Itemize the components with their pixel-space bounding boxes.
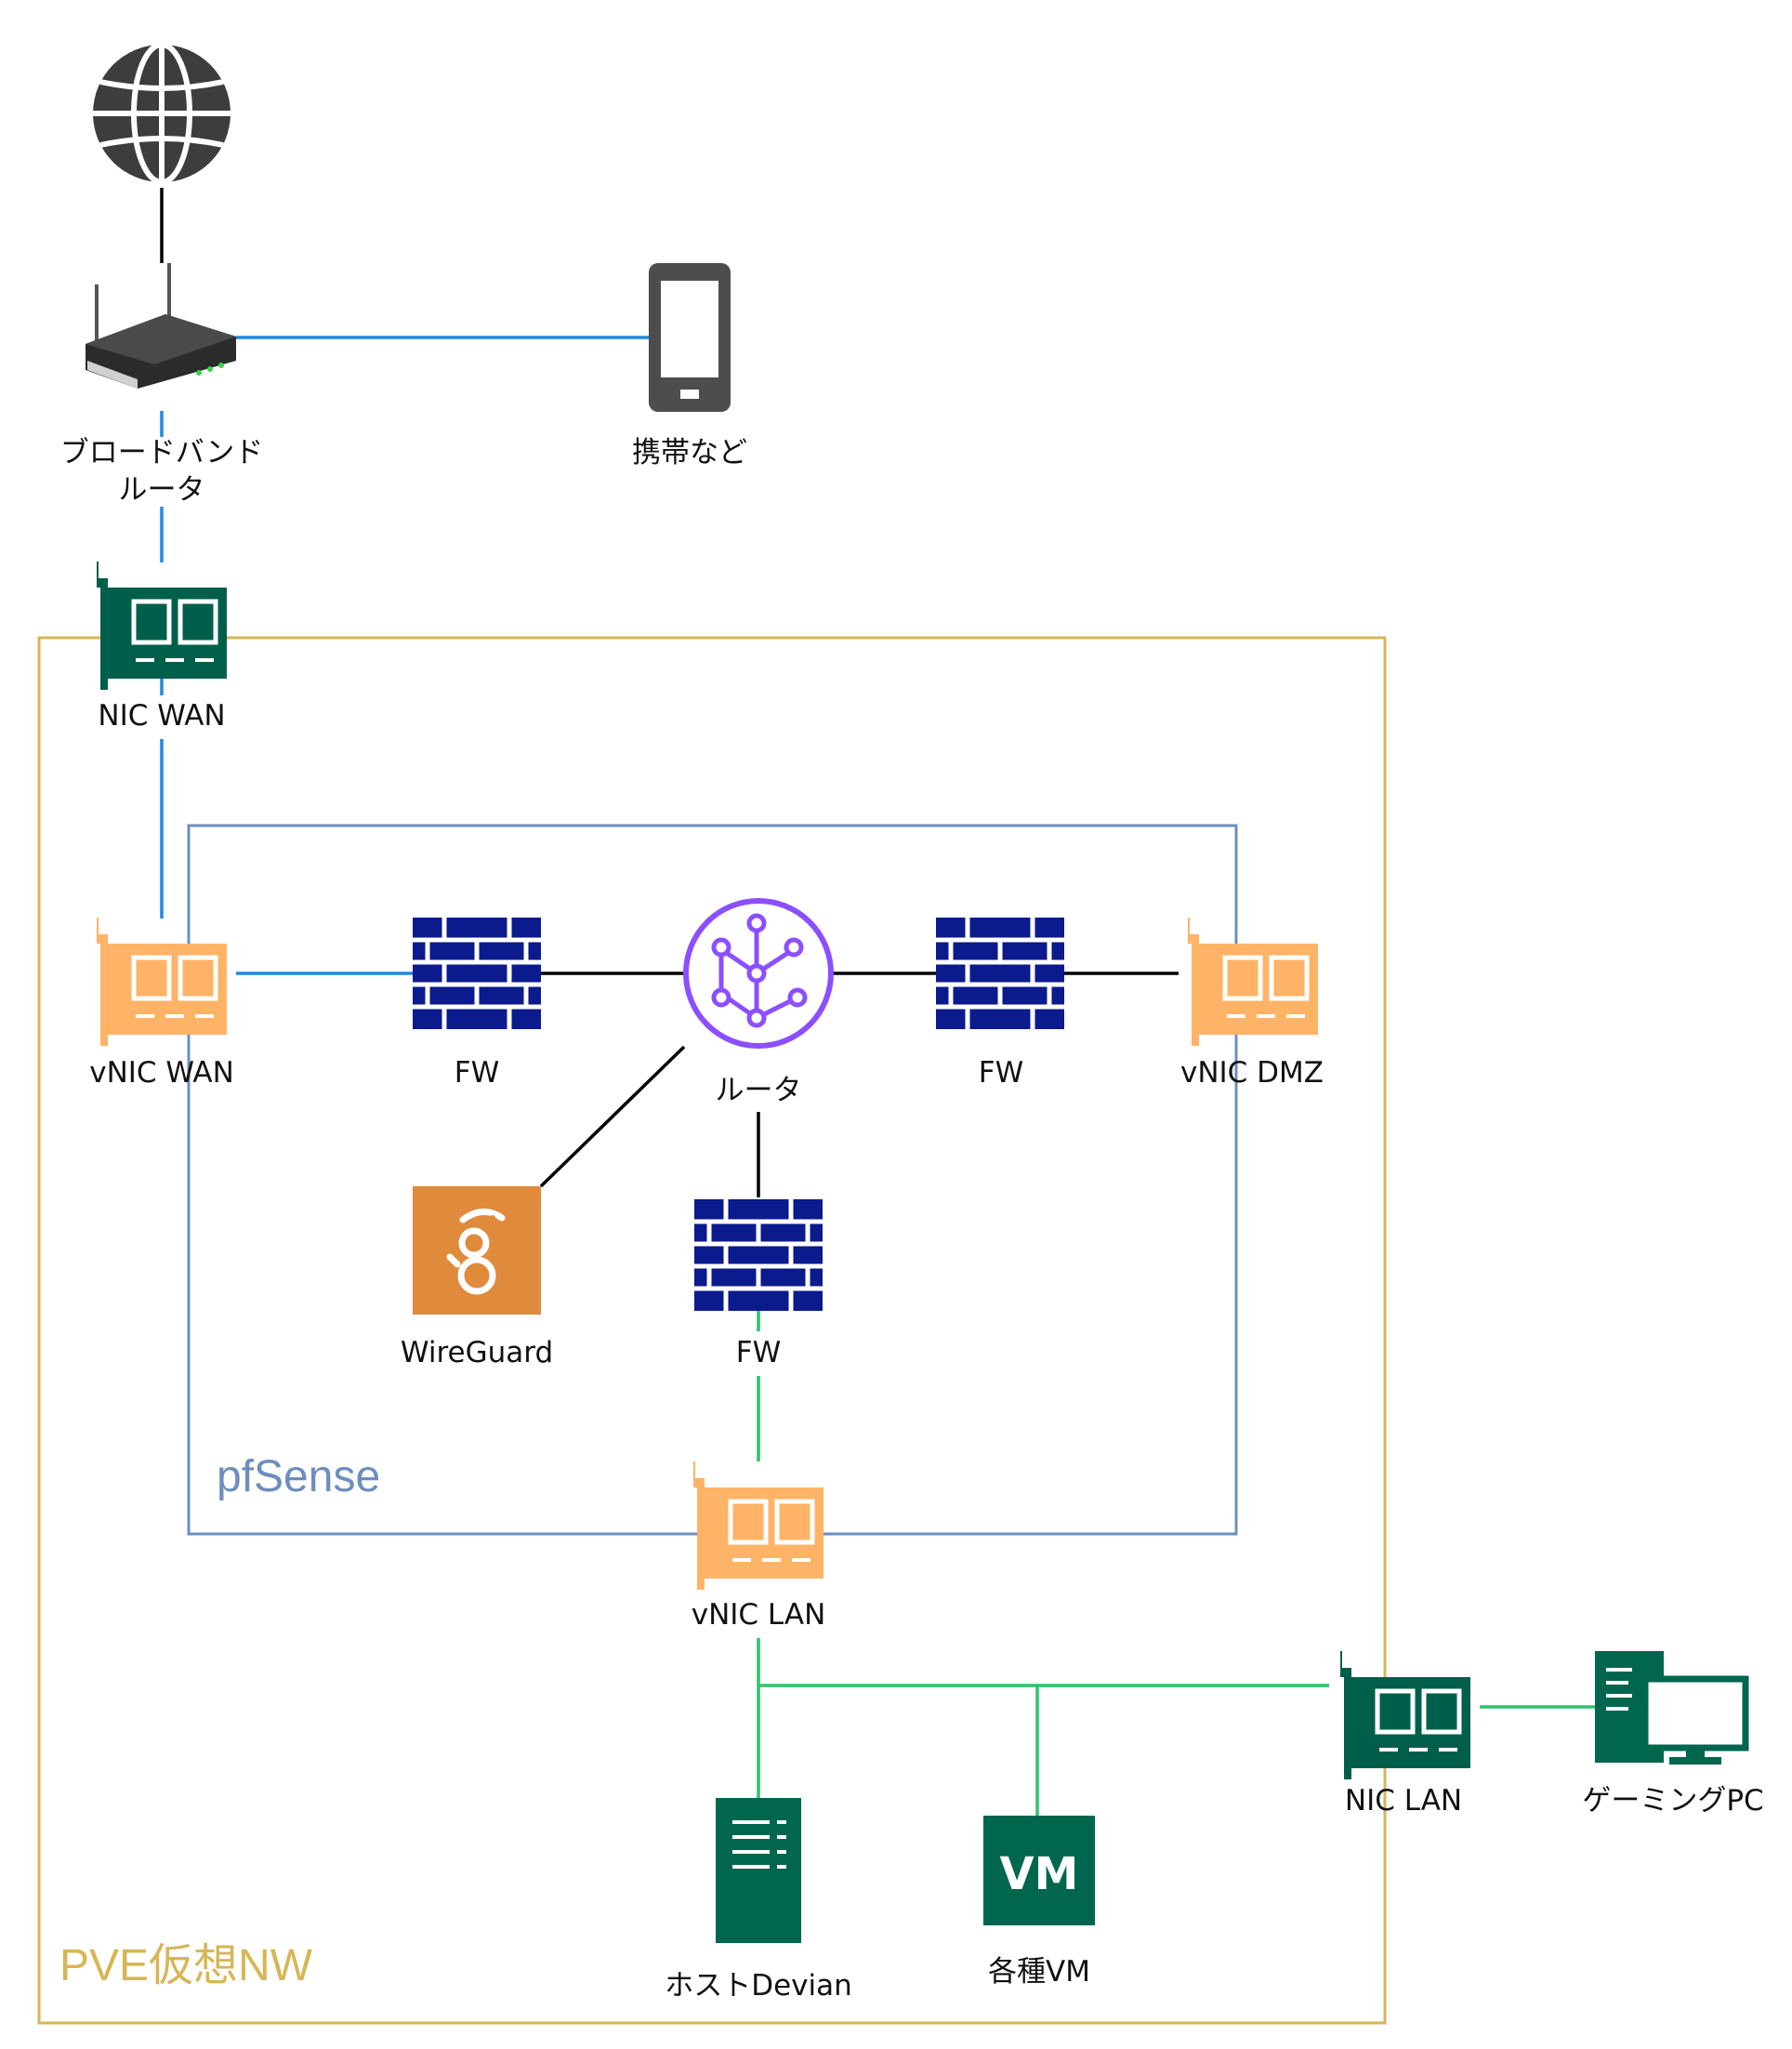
nic-lan-icon xyxy=(1331,1651,1470,1779)
broadband-router-label-1: ブロードバンド xyxy=(60,436,264,469)
wireguard-dragon-icon xyxy=(413,1186,541,1315)
vm-icon-text: VM xyxy=(1000,1848,1079,1900)
mobile-label: 携帯など xyxy=(632,436,747,469)
vnic-lan-label: vNIC LAN xyxy=(692,1598,826,1632)
gaming-pc-label: ゲーミングPC xyxy=(1582,1784,1763,1818)
vpc-router-icon xyxy=(683,898,834,1049)
nic-wan-label: NIC WAN xyxy=(98,699,225,733)
nic-lan-label: NIC LAN xyxy=(1345,1784,1462,1818)
server-tower-icon xyxy=(716,1798,801,1943)
host-devian-label: ホストDevian xyxy=(665,1969,852,2003)
link-router-wireguard xyxy=(539,1045,686,1188)
fw-right-label: FW xyxy=(979,1056,1023,1090)
fw-bottom-label: FW xyxy=(736,1336,781,1369)
vnic-wan-icon xyxy=(87,918,227,1046)
pve-group-label: PVE仮想NW xyxy=(59,1941,313,1990)
wireless-router-icon xyxy=(86,263,236,389)
firewall-right-icon xyxy=(936,918,1064,1029)
pfsense-group-label: pfSense xyxy=(217,1452,380,1501)
firewall-left-icon xyxy=(413,918,541,1029)
vnic-dmz-icon xyxy=(1179,918,1318,1046)
wireguard-label: WireGuard xyxy=(401,1336,553,1369)
router-center-label: ルータ xyxy=(716,1074,802,1107)
vm-box-icon: VM xyxy=(983,1816,1095,1925)
broadband-router-label-2: ルータ xyxy=(119,473,205,507)
firewall-bottom-icon xyxy=(694,1199,823,1311)
vnic-wan-label: vNIC WAN xyxy=(89,1056,234,1090)
desktop-pc-icon xyxy=(1595,1651,1749,1765)
pve-network-group xyxy=(37,636,1387,2025)
connections xyxy=(160,188,1595,1816)
vm-various-label: 各種VM xyxy=(988,1955,1090,1989)
smartphone-icon xyxy=(649,263,731,412)
vnic-lan-icon xyxy=(684,1461,824,1590)
nic-wan-icon xyxy=(87,562,227,690)
globe-icon xyxy=(93,42,231,185)
fw-left-label: FW xyxy=(455,1056,499,1090)
vnic-dmz-label: vNIC DMZ xyxy=(1180,1056,1324,1090)
